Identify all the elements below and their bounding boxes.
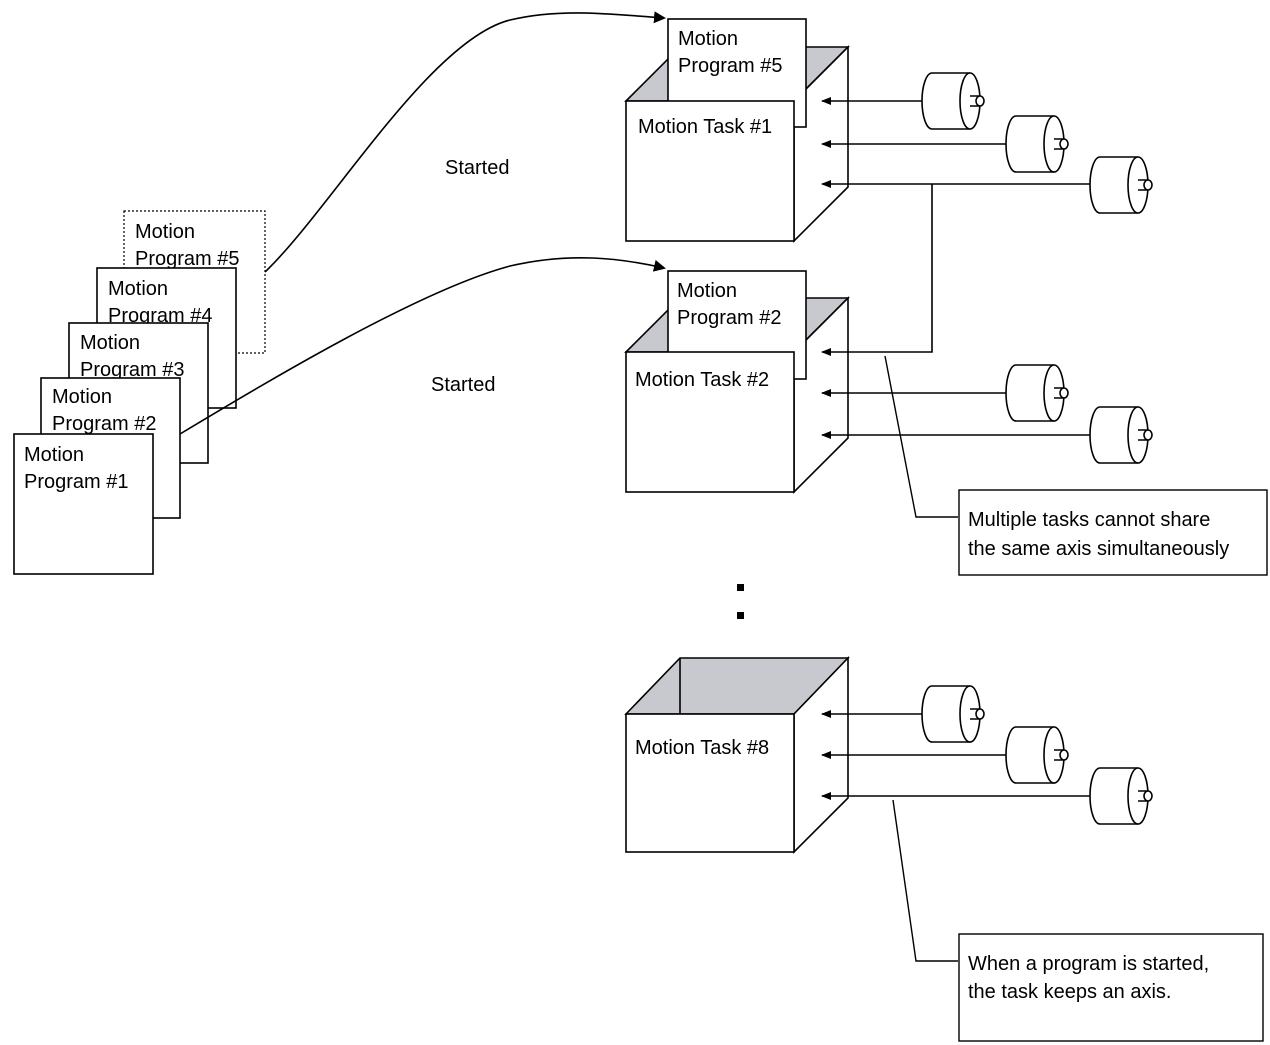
started-label-2: Started <box>431 374 495 396</box>
program-card-3-line1: Motion <box>80 332 140 354</box>
motor-icon <box>921 72 985 130</box>
motion-task-1: Motion Program #5 Motion Task #1 <box>624 18 850 243</box>
note-keeps-axis-line1: When a program is started, <box>968 953 1209 975</box>
program-card-1-line2: Program #1 <box>24 471 129 493</box>
program-card-2-line2: Program #2 <box>52 413 157 435</box>
note-shared-axis-line2: the same axis simultaneously <box>968 538 1229 560</box>
program-card-1: Motion Program #1 <box>13 433 154 575</box>
motion-task-2: Motion Program #2 Motion Task #2 <box>624 270 850 494</box>
start-arrow-program5 <box>264 11 666 273</box>
note-shared-axis-line1: Multiple tasks cannot share <box>968 509 1210 531</box>
motor-icon <box>1089 156 1153 214</box>
motor-icon <box>1089 767 1153 825</box>
start-arrow-program2 <box>179 257 666 435</box>
note-keeps-axis: When a program is started, the task keep… <box>892 799 1264 1042</box>
task-1-program-line2: Program #5 <box>678 55 783 77</box>
continuation-ellipsis <box>737 584 744 619</box>
motor-icon <box>1005 364 1069 422</box>
motor-icon <box>1089 406 1153 464</box>
task-1-program-line1: Motion <box>678 28 738 50</box>
started-label-1: Started <box>445 157 509 179</box>
program-card-4-line2: Program #4 <box>108 305 213 327</box>
task-8-label: Motion Task #8 <box>635 737 769 759</box>
program-stack: Motion Program #5 Motion Program #4 Moti… <box>13 210 266 575</box>
note-shared-axis: Multiple tasks cannot share the same axi… <box>884 355 1268 576</box>
motion-task-8: Motion Task #8 <box>624 656 850 854</box>
motor-icon <box>921 685 985 743</box>
motor-icon <box>1005 726 1069 784</box>
program-card-2-line1: Motion <box>52 386 112 408</box>
program-card-5-line2: Program #5 <box>135 248 240 270</box>
note-keeps-axis-line2: the task keeps an axis. <box>968 981 1171 1003</box>
program-card-5-line1: Motion <box>135 221 195 243</box>
task-1-label: Motion Task #1 <box>638 116 772 138</box>
task-2-label: Motion Task #2 <box>635 369 769 391</box>
program-card-1-line1: Motion <box>24 444 84 466</box>
task-2-program-line2: Program #2 <box>677 307 782 329</box>
axis-lines <box>821 97 1100 800</box>
program-card-3-line2: Program #3 <box>80 359 185 381</box>
program-card-4-line1: Motion <box>108 278 168 300</box>
task-2-program-line1: Motion <box>677 280 737 302</box>
motor-icon <box>1005 115 1069 173</box>
